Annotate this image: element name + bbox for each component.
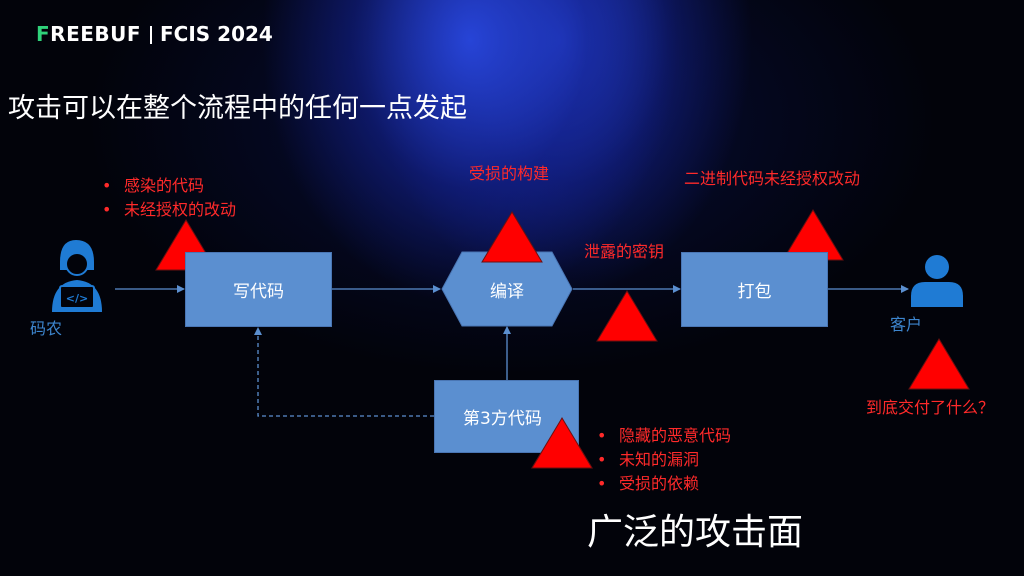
customer-threat-label: 到底交付了什么？ [866, 398, 995, 417]
compile-box: 编译 [442, 252, 572, 326]
logo-divider [150, 26, 152, 44]
threat-triangle-compile [481, 211, 543, 263]
compile-hexagon [441, 251, 573, 327]
customer-label: 客户 [890, 315, 923, 334]
fcis-logo: FCIS 2024 [160, 22, 273, 46]
third-party-threat-list: 隐藏的恶意代码 未知的漏洞 受损的依赖 [597, 424, 731, 496]
write-code-label: 写代码 [233, 282, 284, 302]
package-threat-label: 二进制代码未经授权改动 [684, 169, 861, 188]
threat-triangle-thirdparty-front [531, 417, 593, 469]
compile-label: 编译 [490, 281, 524, 302]
freebuf-logo: FREEBUF [36, 22, 142, 46]
developer-label: 码农 [30, 319, 63, 338]
customer-icon [911, 255, 963, 307]
threat-item: 受损的依赖 [597, 472, 731, 496]
write-code-box: 写代码 [185, 252, 332, 327]
threat-item: 隐藏的恶意代码 [597, 424, 731, 448]
third-party-label: 第3方代码 [463, 409, 542, 429]
threat-triangle-leaked-key [596, 290, 658, 342]
slide-title: 攻击可以在整个流程中的任何一点发起 [8, 93, 467, 124]
threat-item: 感染的代码 [102, 174, 236, 198]
third-party-box: 第3方代码 [434, 380, 579, 453]
svg-text:</>: </> [66, 292, 88, 305]
attack-surface-summary: 广泛的攻击面 [587, 512, 804, 553]
write-code-threat-list: 感染的代码 未经授权的改动 [102, 174, 236, 222]
threat-triangle-customer [908, 338, 970, 390]
developer-icon: </> [52, 240, 102, 312]
leaked-key-threat-label: 泄露的密钥 [584, 242, 665, 261]
threat-item: 未知的漏洞 [597, 448, 731, 472]
dashed-arrow-thirdparty-to-write [254, 327, 434, 417]
threat-item: 未经授权的改动 [102, 198, 236, 222]
compile-threat-label: 受损的构建 [469, 164, 550, 183]
package-box: 打包 [681, 252, 828, 327]
package-label: 打包 [737, 282, 772, 302]
